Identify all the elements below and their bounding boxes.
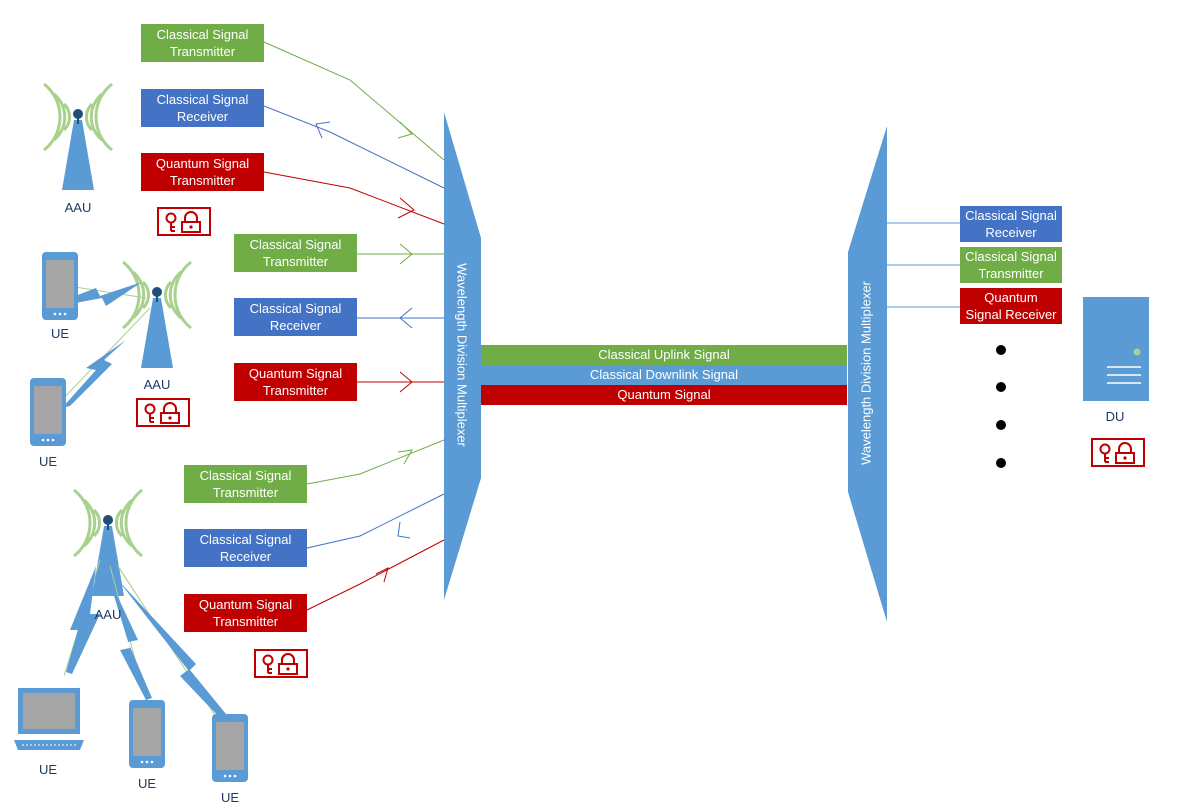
connector-line [306,439,445,485]
aau-tower-icon [42,82,114,192]
du-label: DU [1105,409,1125,424]
lightning-bolt-icon [62,340,126,408]
aau-label: AAU [64,200,92,215]
connector-line [306,493,445,549]
ue-label: UE [50,326,70,341]
arrowhead [397,197,415,219]
arrowhead [397,521,411,539]
ue-label: UE [38,454,58,469]
aau-tower-icon [72,488,144,598]
computer-icon [14,688,84,750]
arrowhead [399,307,413,329]
arrowhead [397,121,413,139]
quantum-transmitter-box: Quantum Signal Transmitter [141,153,264,191]
phone-icon [42,252,78,320]
key-lock-icon [254,649,308,678]
connector-line [263,41,445,161]
du-classical-receiver-box: Classical Signal Receiver [960,206,1062,242]
connector-line [263,105,445,189]
uplink-signal-band: Classical Uplink Signal [481,345,847,365]
phone-icon [212,714,248,782]
downlink-signal-band: Classical Downlink Signal [481,365,847,385]
lightning-bolt-icon [108,576,152,700]
key-lock-icon [1091,438,1145,467]
arrowhead [399,243,413,265]
du-classical-transmitter-box: Classical Signal Transmitter [960,247,1062,283]
left-multiplexer [444,112,481,600]
arrowhead [397,449,413,465]
classical-receiver-box: Classical Signal Receiver [184,529,307,567]
ue-label: UE [137,776,157,791]
lightning-bolt-icon [66,566,100,674]
classical-transmitter-box: Classical Signal Transmitter [234,234,357,272]
right-multiplexer-label: Wavelength Division Multiplexer [858,281,874,465]
classical-transmitter-box: Classical Signal Transmitter [184,465,307,503]
aau-label: AAU [94,607,122,622]
ellipsis-dots [996,345,1006,468]
quantum-transmitter-box: Quantum Signal Transmitter [184,594,307,632]
du-quantum-receiver-box: Quantum Signal Receiver [960,288,1062,324]
quantum-transmitter-box: Quantum Signal Transmitter [234,363,357,401]
ue-label: UE [38,762,58,777]
arrowhead [375,567,389,583]
arrowhead [315,121,331,139]
key-lock-icon [136,398,190,427]
right-multiplexer [848,126,887,622]
phone-icon [30,378,66,446]
aau-tower-icon [121,260,193,370]
left-multiplexer-label: Wavelength Division Multiplexer [454,263,470,447]
arrowhead [399,371,413,393]
connector-line [306,539,445,611]
phone-icon [129,700,165,768]
quantum-signal-band: Quantum Signal [481,385,847,405]
classical-receiver-box: Classical Signal Receiver [141,89,264,127]
ue-label: UE [220,790,240,805]
server-icon [1083,297,1149,401]
lightning-bolt-icon [70,282,142,306]
classical-transmitter-box: Classical Signal Transmitter [141,24,264,62]
lightning-bolt-icon [118,580,226,718]
connector-line [263,171,445,225]
classical-receiver-box: Classical Signal Receiver [234,298,357,336]
aau-label: AAU [143,377,171,392]
key-lock-icon [157,207,211,236]
